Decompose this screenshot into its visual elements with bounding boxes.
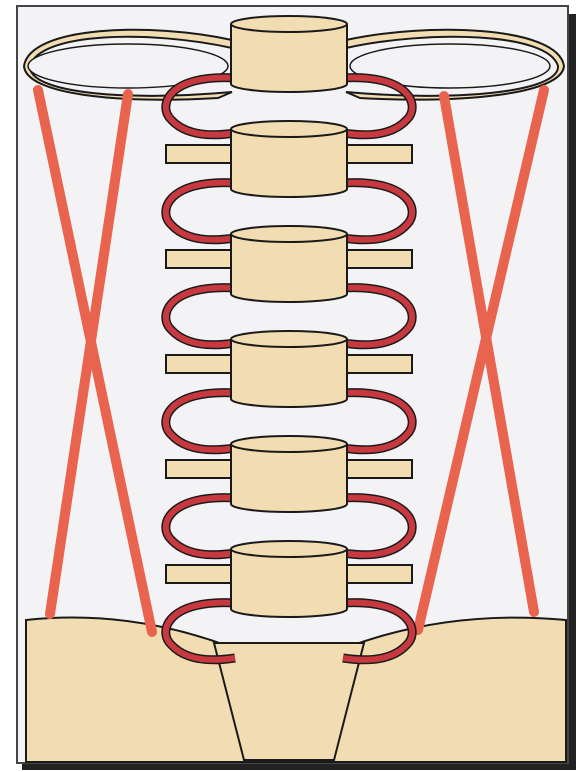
vertebra-top <box>231 121 347 137</box>
vertebra-body <box>231 549 347 617</box>
vertebra-body <box>231 339 347 407</box>
vertebra-top <box>231 331 347 347</box>
vertebra-top <box>231 541 347 557</box>
vertebra-body <box>231 24 347 92</box>
vertebra-body <box>231 234 347 302</box>
vertebra-top <box>231 16 347 32</box>
vertebra-top <box>231 226 347 242</box>
vertebra-body <box>231 129 347 197</box>
vertebra-body <box>231 444 347 512</box>
vertebra-top <box>231 436 347 452</box>
